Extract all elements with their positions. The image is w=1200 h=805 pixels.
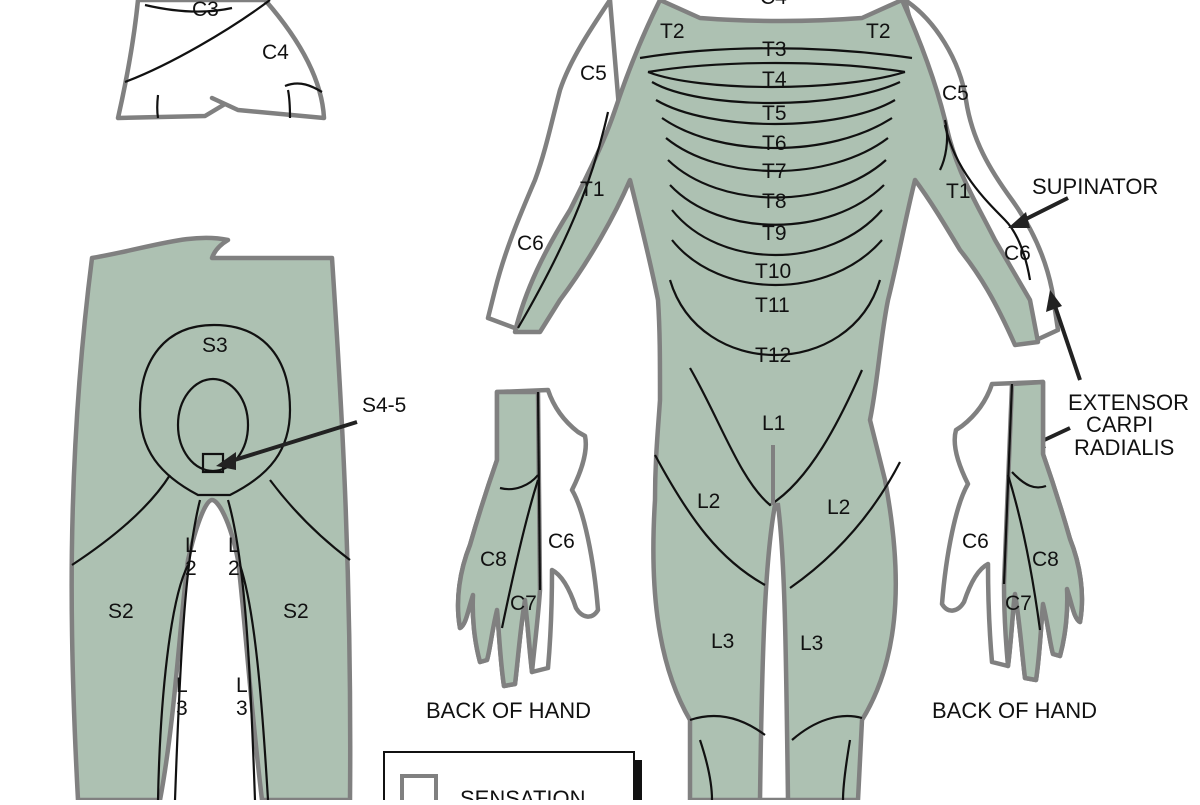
right-hand-zone xyxy=(1001,379,1085,683)
perineum-figure: S3 S2 S2 L 2 L 2 L 3 L 3 S4-5 xyxy=(69,93,406,803)
perineum-label-l3-right-top: L xyxy=(236,674,248,697)
left-hand-label-c6: C6 xyxy=(548,530,575,553)
leg-label-l3-right: L3 xyxy=(800,632,823,655)
s4-5-arrow xyxy=(227,420,358,464)
right-hand-label-c6: C6 xyxy=(962,530,989,553)
neck-figure: C3 C4 xyxy=(115,0,327,121)
body-label-t2-right: T2 xyxy=(866,20,891,43)
perineum-label-s3: S3 xyxy=(202,334,228,357)
callout-extensor-3: RADIALIS xyxy=(1074,435,1174,460)
neck-label-c4: C4 xyxy=(262,41,289,64)
arm-label-c6-right: C6 xyxy=(1004,242,1031,265)
arm-label-t1-right: T1 xyxy=(946,180,971,203)
perineum-label-s2-left: S2 xyxy=(108,600,134,623)
legend: SENSATION xyxy=(383,751,642,805)
left-hand-zone xyxy=(455,389,543,689)
s3-ring xyxy=(138,323,292,497)
legend-label: SENSATION xyxy=(460,786,586,800)
callout-supinator: SUPINATOR xyxy=(1032,174,1158,199)
body-zone xyxy=(512,0,1041,803)
body-label-t8: T8 xyxy=(762,190,787,213)
leg-label-l3-left: L3 xyxy=(711,630,734,653)
body-label-t6: T6 xyxy=(762,132,787,155)
arm-label-c6-left: C6 xyxy=(517,232,544,255)
body-label-t5: T5 xyxy=(762,102,787,125)
right-hand-figure: C6 C8 C7 BACK OF HAND xyxy=(932,379,1097,723)
callout-extensor-1: EXTENSOR xyxy=(1068,390,1189,415)
perineum-label-l3-left-top: L xyxy=(176,674,188,697)
perineum-label-s2-right: S2 xyxy=(283,600,309,623)
body-label-t12: T12 xyxy=(755,344,791,367)
perineum-zone xyxy=(69,235,353,803)
right-hand-label-c7: C7 xyxy=(1005,592,1032,615)
left-hand-label-c7: C7 xyxy=(510,592,537,615)
left-hand-figure: C8 C6 C7 BACK OF HAND xyxy=(426,387,601,723)
right-hand-label-c8: C8 xyxy=(1032,548,1059,571)
legend-box xyxy=(383,751,635,805)
perineum-label-l2-left-top: L xyxy=(185,534,197,557)
callout-extensor-2: CARPI xyxy=(1086,412,1153,437)
arm-label-t1-left: T1 xyxy=(580,178,605,201)
perineum-label-l2-left-bottom: 2 xyxy=(185,557,197,580)
body-label-t11: T11 xyxy=(755,294,790,317)
left-hand-caption: BACK OF HAND xyxy=(426,698,591,723)
perineum-callout-s4-5: S4-5 xyxy=(362,394,406,417)
arm-label-c5-left: C5 xyxy=(580,62,607,85)
leg-label-l1: L1 xyxy=(762,412,785,435)
supinator-arrow xyxy=(1019,196,1069,224)
right-hand-caption: BACK OF HAND xyxy=(932,698,1097,723)
leg-label-l2-left: L2 xyxy=(697,490,720,513)
body-label-t7: T7 xyxy=(762,160,787,183)
extensor-arrow-upper xyxy=(1053,305,1082,381)
body-label-t4: T4 xyxy=(762,68,787,91)
body-label-t9: T9 xyxy=(762,222,787,245)
body-label-c4: C4 xyxy=(760,0,787,9)
perineum-label-l3-left-bottom: 3 xyxy=(176,697,188,720)
body-label-t2-left: T2 xyxy=(660,20,685,43)
perineum-label-l3-right-bottom: 3 xyxy=(236,697,248,720)
arm-label-c5-right: C5 xyxy=(942,82,969,105)
neck-outline xyxy=(115,0,327,121)
perineum-label-l2-right-top: L xyxy=(228,534,240,557)
leg-label-l2-right: L2 xyxy=(827,496,850,519)
left-hand-label-c8: C8 xyxy=(480,548,507,571)
body-label-t10: T10 xyxy=(755,260,791,283)
legend-swatch xyxy=(400,774,438,805)
neck-label-c3: C3 xyxy=(192,0,219,21)
body-label-t3: T3 xyxy=(762,38,787,61)
body-figure: C4 T2 T2 T3 T4 T5 T6 T7 T8 T9 T10 T11 T1… xyxy=(485,0,1189,803)
perineum-label-l2-right-bottom: 2 xyxy=(228,557,240,580)
